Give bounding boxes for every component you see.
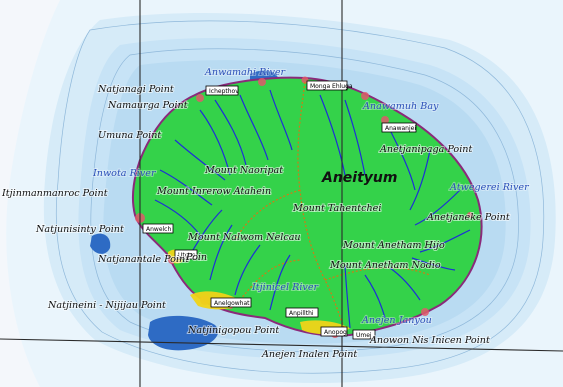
- islet: [148, 315, 219, 351]
- label-namaurga-point[interactable]: Namaurga Point: [106, 99, 189, 112]
- label-inwota-river[interactable]: Inwota River: [91, 167, 158, 180]
- depth-contours: [55, 20, 545, 374]
- rivers: [154, 89, 471, 329]
- label-atwegerei-river[interactable]: Atwegerei River: [448, 181, 531, 194]
- label-anejen-inalen-point[interactable]: Anejen Inalen Point: [260, 348, 358, 361]
- village-anpillthi-box: [285, 307, 319, 318]
- village-ichepthov[interactable]: Ichepthov: [209, 88, 239, 95]
- village-ichepthov-box: [205, 85, 239, 96]
- village-monga-ehluga[interactable]: Monga Ehluga: [310, 83, 353, 90]
- label-anwamahi-river[interactable]: Anwamahi River: [203, 66, 288, 79]
- label-itjinicel-river[interactable]: Itjinicel River: [250, 281, 320, 294]
- village-anwelch-box: [142, 223, 174, 234]
- label-mount-naoripat[interactable]: Mount Naoripat: [203, 164, 284, 177]
- label-mount-inrerow[interactable]: Mount Inrerow Atahein: [155, 185, 272, 198]
- village-utche[interactable]: Utche: [178, 252, 196, 259]
- village-anawanjei[interactable]: Anawanjei: [385, 125, 416, 132]
- label-anetjanipaga-point[interactable]: Anetjanipaga Point: [378, 143, 473, 156]
- label-itjinmanmanroc-point[interactable]: Itjinmanmanroc Point: [0, 187, 109, 200]
- label-natjinigopou-point[interactable]: Natjinigopou Point: [186, 324, 280, 337]
- label-mount-tahentchei[interactable]: Mount Tahentchei: [291, 202, 382, 215]
- label-natjanagi-point[interactable]: Natjanagi Point: [96, 83, 175, 96]
- village-anopog-box: [320, 326, 348, 337]
- roads: [234, 81, 431, 331]
- village-markers: [142, 80, 417, 340]
- label-natjanantale-point[interactable]: Natjanantale Point: [96, 253, 190, 266]
- village-anelgowhat[interactable]: Anelgowhat: [214, 300, 250, 307]
- reef-west: [90, 233, 111, 254]
- village-anawanjei-box: [381, 122, 417, 133]
- village-anpillthi[interactable]: Anpillthi: [289, 310, 314, 317]
- village-monga-ehluga-box: [306, 80, 348, 91]
- village-labels: Ichepthov Monga Ehluga Anawanjei Anwelch…: [146, 83, 416, 339]
- village-anelgowhat-box: [210, 297, 252, 308]
- label-mount-nalwom-poin[interactable]: Poin: [184, 251, 208, 264]
- place-labels: Natjanagi Point Namaurga Point Umuna Poi…: [0, 66, 531, 361]
- village-umej-box: [352, 329, 376, 340]
- label-island-name[interactable]: Aneityum: [321, 170, 397, 186]
- village-utche-box: [174, 249, 198, 260]
- label-mount-nalwom[interactable]: Mount Nalwom Nelcau: [186, 231, 302, 244]
- label-anowon-point[interactable]: Anowon Nis Inicen Point: [368, 334, 491, 347]
- label-mount-anetham-hijo[interactable]: Mount Anetham Hijo: [341, 239, 446, 252]
- village-anwelch[interactable]: Anwelch: [146, 226, 171, 233]
- label-anawamuh-bay[interactable]: Anawamuh Bay: [361, 100, 440, 113]
- label-anejen-river[interactable]: Anejen Janyou: [360, 314, 433, 327]
- label-mount-anetham[interactable]: Mount Anetham Nodio: [328, 259, 442, 272]
- label-natjunisinty-point[interactable]: Natjunisinty Point: [34, 223, 125, 236]
- label-natjineini-point[interactable]: Natjineini - Nijijau Point: [46, 299, 167, 312]
- village-umej[interactable]: Umej: [356, 332, 372, 339]
- village-anopog[interactable]: Anopog: [324, 329, 347, 336]
- label-umuna-point[interactable]: Umuna Point: [97, 129, 162, 142]
- label-anetjaneke-point[interactable]: Anetjaneke Point: [425, 211, 511, 224]
